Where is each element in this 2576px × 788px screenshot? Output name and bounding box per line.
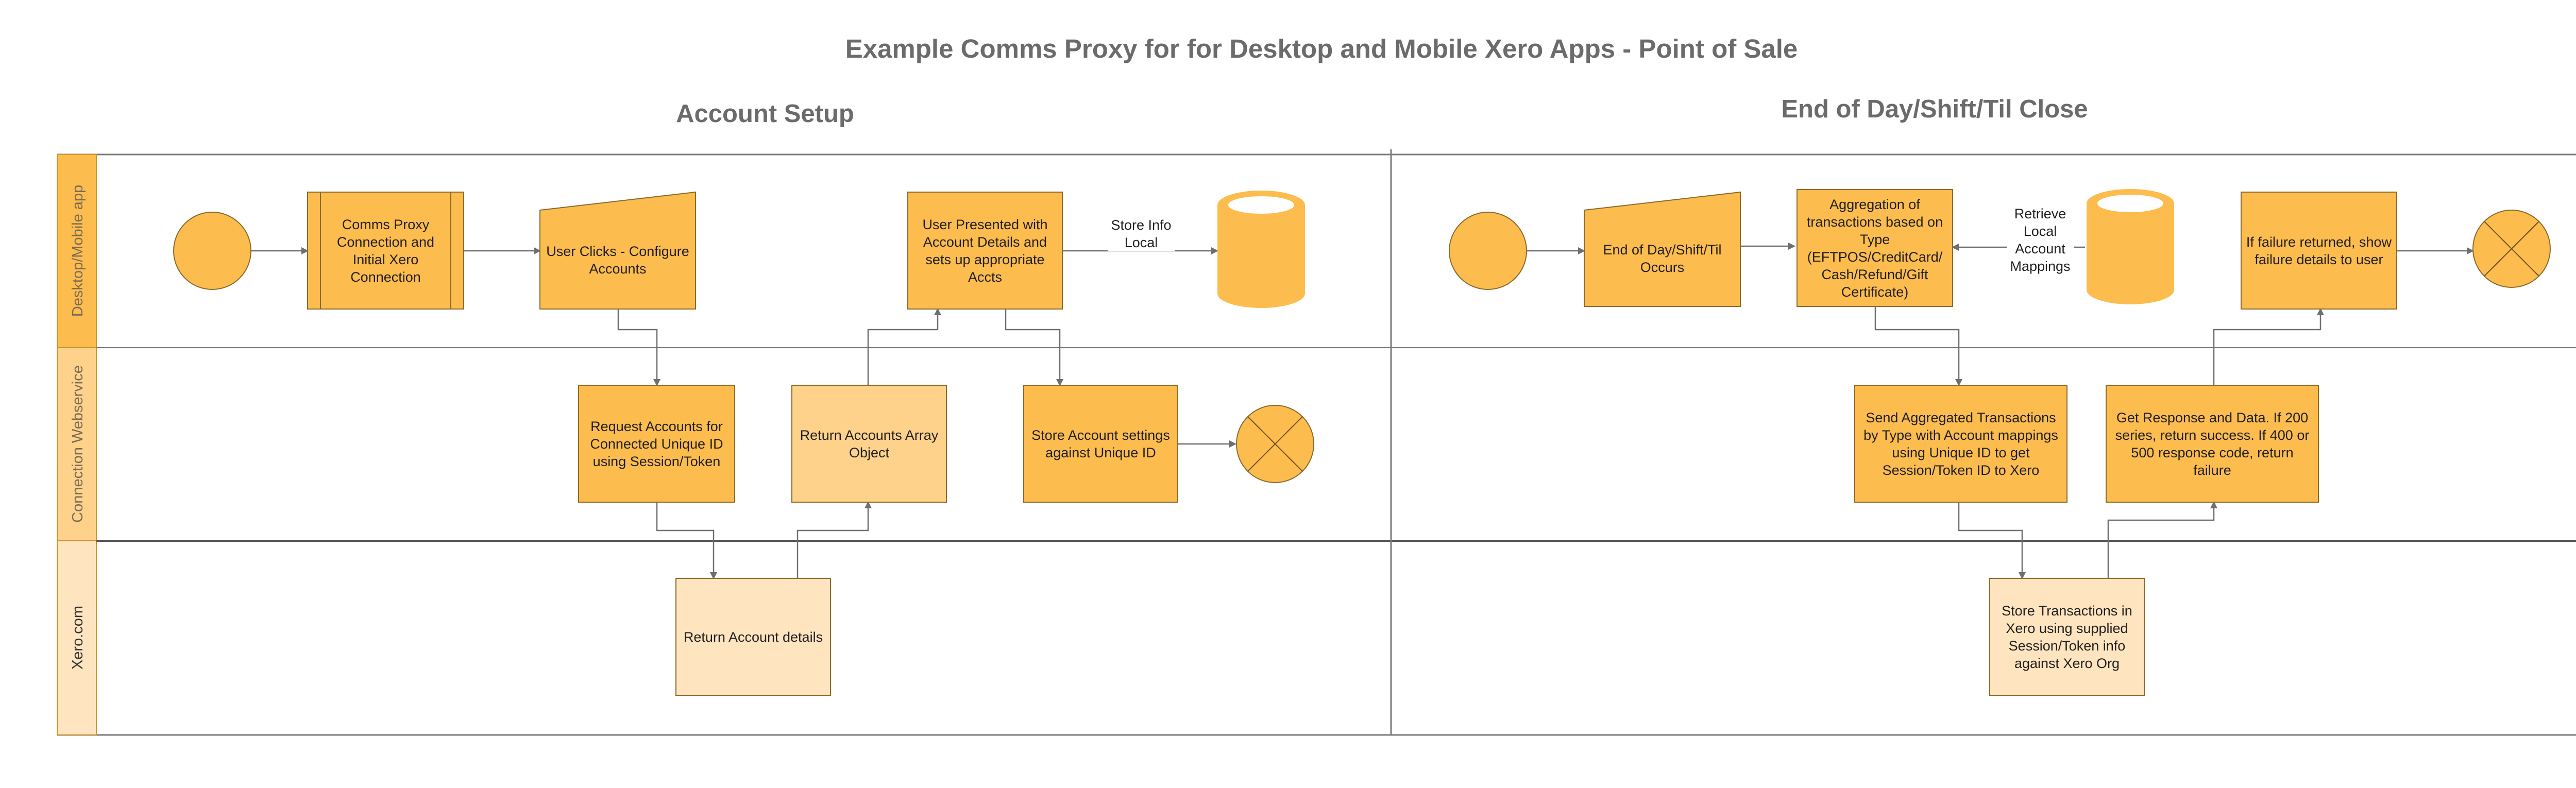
end-of-day-label: End of Day/Shift/Til Occurs [1603, 242, 1722, 275]
failure-returned-label: If failure returned, show failure detail… [2246, 234, 2392, 267]
connectors-end-of-day [1527, 243, 2474, 579]
return-account-details-label: Return Account details [683, 629, 823, 645]
end-event-end-of-day [2472, 210, 2551, 288]
request-accounts-process: Request Accounts for Connected Unique ID… [578, 385, 735, 503]
connectors-account-setup [251, 247, 1236, 579]
return-account-details-process: Return Account details [675, 578, 831, 696]
get-response-label: Get Response and Data. If 200 series, re… [2115, 409, 2310, 478]
return-accounts-label: Return Accounts Array Object [800, 427, 939, 460]
request-accounts-label: Request Accounts for Connected Unique ID… [590, 418, 723, 469]
end-of-day-manual-input: End of Day/Shift/Til Occurs [1584, 191, 1741, 307]
return-accounts-process: Return Accounts Array Object [791, 385, 947, 503]
edge-send-to-store [1958, 502, 2026, 579]
edge-store-to-response [2107, 501, 2217, 578]
failure-returned-process: If failure returned, show failure detail… [2241, 192, 2397, 310]
store-transactions-label: Store Transactions in Xero using supplie… [2002, 603, 2132, 671]
edge-aggregation-to-send [1874, 306, 1962, 386]
user-clicks-label: User Clicks - Configure Accounts [546, 244, 689, 277]
aggregation-label: Aggregation of transactions based on Typ… [1806, 196, 1943, 300]
section-title-account-setup: Account Setup [676, 100, 854, 128]
lane-header-xero [57, 540, 97, 735]
get-response-process: Get Response and Data. If 200 series, re… [2106, 385, 2319, 503]
local-database [1217, 191, 1305, 308]
store-account-label: Store Account settings against Unique ID [1031, 427, 1170, 460]
user-presented-label: User Presented with Account Details and … [922, 216, 1048, 285]
edge-presented-to-store [1005, 309, 1063, 386]
lane-label-desktop-mobile: Desktop/Mobile app [70, 185, 86, 317]
lane-label-xero: Xero.com [70, 606, 86, 670]
comms-proxy-label: Comms Proxy Connection and Initial Xero … [336, 216, 435, 285]
start-event-end-of-day [1449, 212, 1527, 290]
user-clicks-manual-input: User Clicks - Configure Accounts [539, 191, 696, 310]
store-transactions-process: Store Transactions in Xero using supplie… [1989, 578, 2145, 696]
edge-userclicks-to-request [617, 309, 660, 386]
edge-xero-to-return [796, 501, 872, 578]
edge-request-to-xero [656, 502, 717, 579]
lane-label-connection-webservice: Connection Webservice [70, 365, 86, 523]
local-database-2 [2087, 189, 2174, 304]
section-title-end-of-day: End of Day/Shift/Til Close [1781, 95, 2088, 123]
store-account-process: Store Account settings against Unique ID [1023, 385, 1178, 503]
user-presented-process: User Presented with Account Details and … [907, 192, 1063, 310]
aggregation-process: Aggregation of transactions based on Typ… [1797, 189, 1953, 307]
store-info-local-label: Store Info Local [1108, 216, 1175, 251]
send-aggregated-process: Send Aggregated Transactions by Type wit… [1854, 385, 2067, 503]
edge-return-to-presented [867, 308, 941, 385]
lane-header-desktop-mobile [57, 154, 97, 348]
retrieve-local-label: Retrieve Local Account Mappings [2007, 205, 2074, 275]
end-event-account-setup [1236, 405, 1314, 483]
comms-proxy-subprocess: Comms Proxy Connection and Initial Xero … [307, 192, 464, 310]
send-aggregated-label: Send Aggregated Transactions by Type wit… [1863, 409, 2058, 478]
edge-response-to-failure [2213, 308, 2324, 385]
start-event-account-setup [173, 212, 251, 290]
diagram-title: Example Comms Proxy for for Desktop and … [845, 34, 1798, 63]
